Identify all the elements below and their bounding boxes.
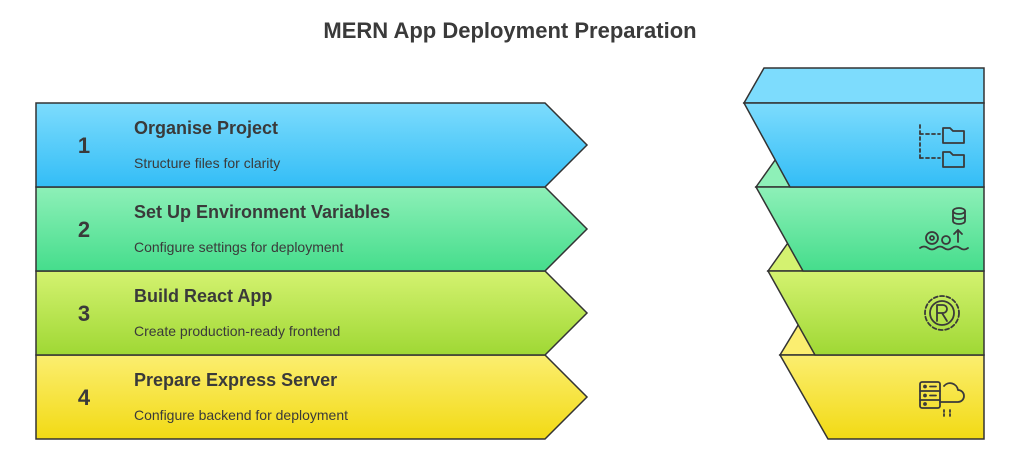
- step-description-1: Structure files for clarity: [134, 155, 280, 171]
- step-description-4: Configure backend for deployment: [134, 407, 348, 423]
- folder-tree-icon: [919, 124, 965, 168]
- step-heading-4: Prepare Express Server: [134, 370, 337, 390]
- step-heading-1: Organise Project: [134, 118, 278, 138]
- step-band-2: [35, 186, 589, 272]
- step-number-2: 2: [78, 217, 90, 242]
- step-description-3: Create production-ready frontend: [134, 323, 340, 339]
- step-band-4: [35, 354, 589, 440]
- rust-gear-icon: [924, 295, 960, 331]
- step-number-4: 4: [78, 385, 91, 410]
- step-heading-2: Set Up Environment Variables: [134, 202, 390, 222]
- step-number-1: 1: [78, 133, 90, 158]
- database-gears-icon: [919, 207, 969, 251]
- step-number-3: 3: [78, 301, 90, 326]
- step-description-2: Configure settings for deployment: [134, 239, 343, 255]
- step-heading-3: Build React App: [134, 286, 272, 306]
- page-title: MERN App Deployment Preparation: [323, 18, 697, 43]
- step-block-1: [742, 67, 985, 188]
- step-band-1: [35, 102, 589, 188]
- server-cloud-icon: [919, 381, 965, 419]
- step-band-3: [35, 270, 589, 356]
